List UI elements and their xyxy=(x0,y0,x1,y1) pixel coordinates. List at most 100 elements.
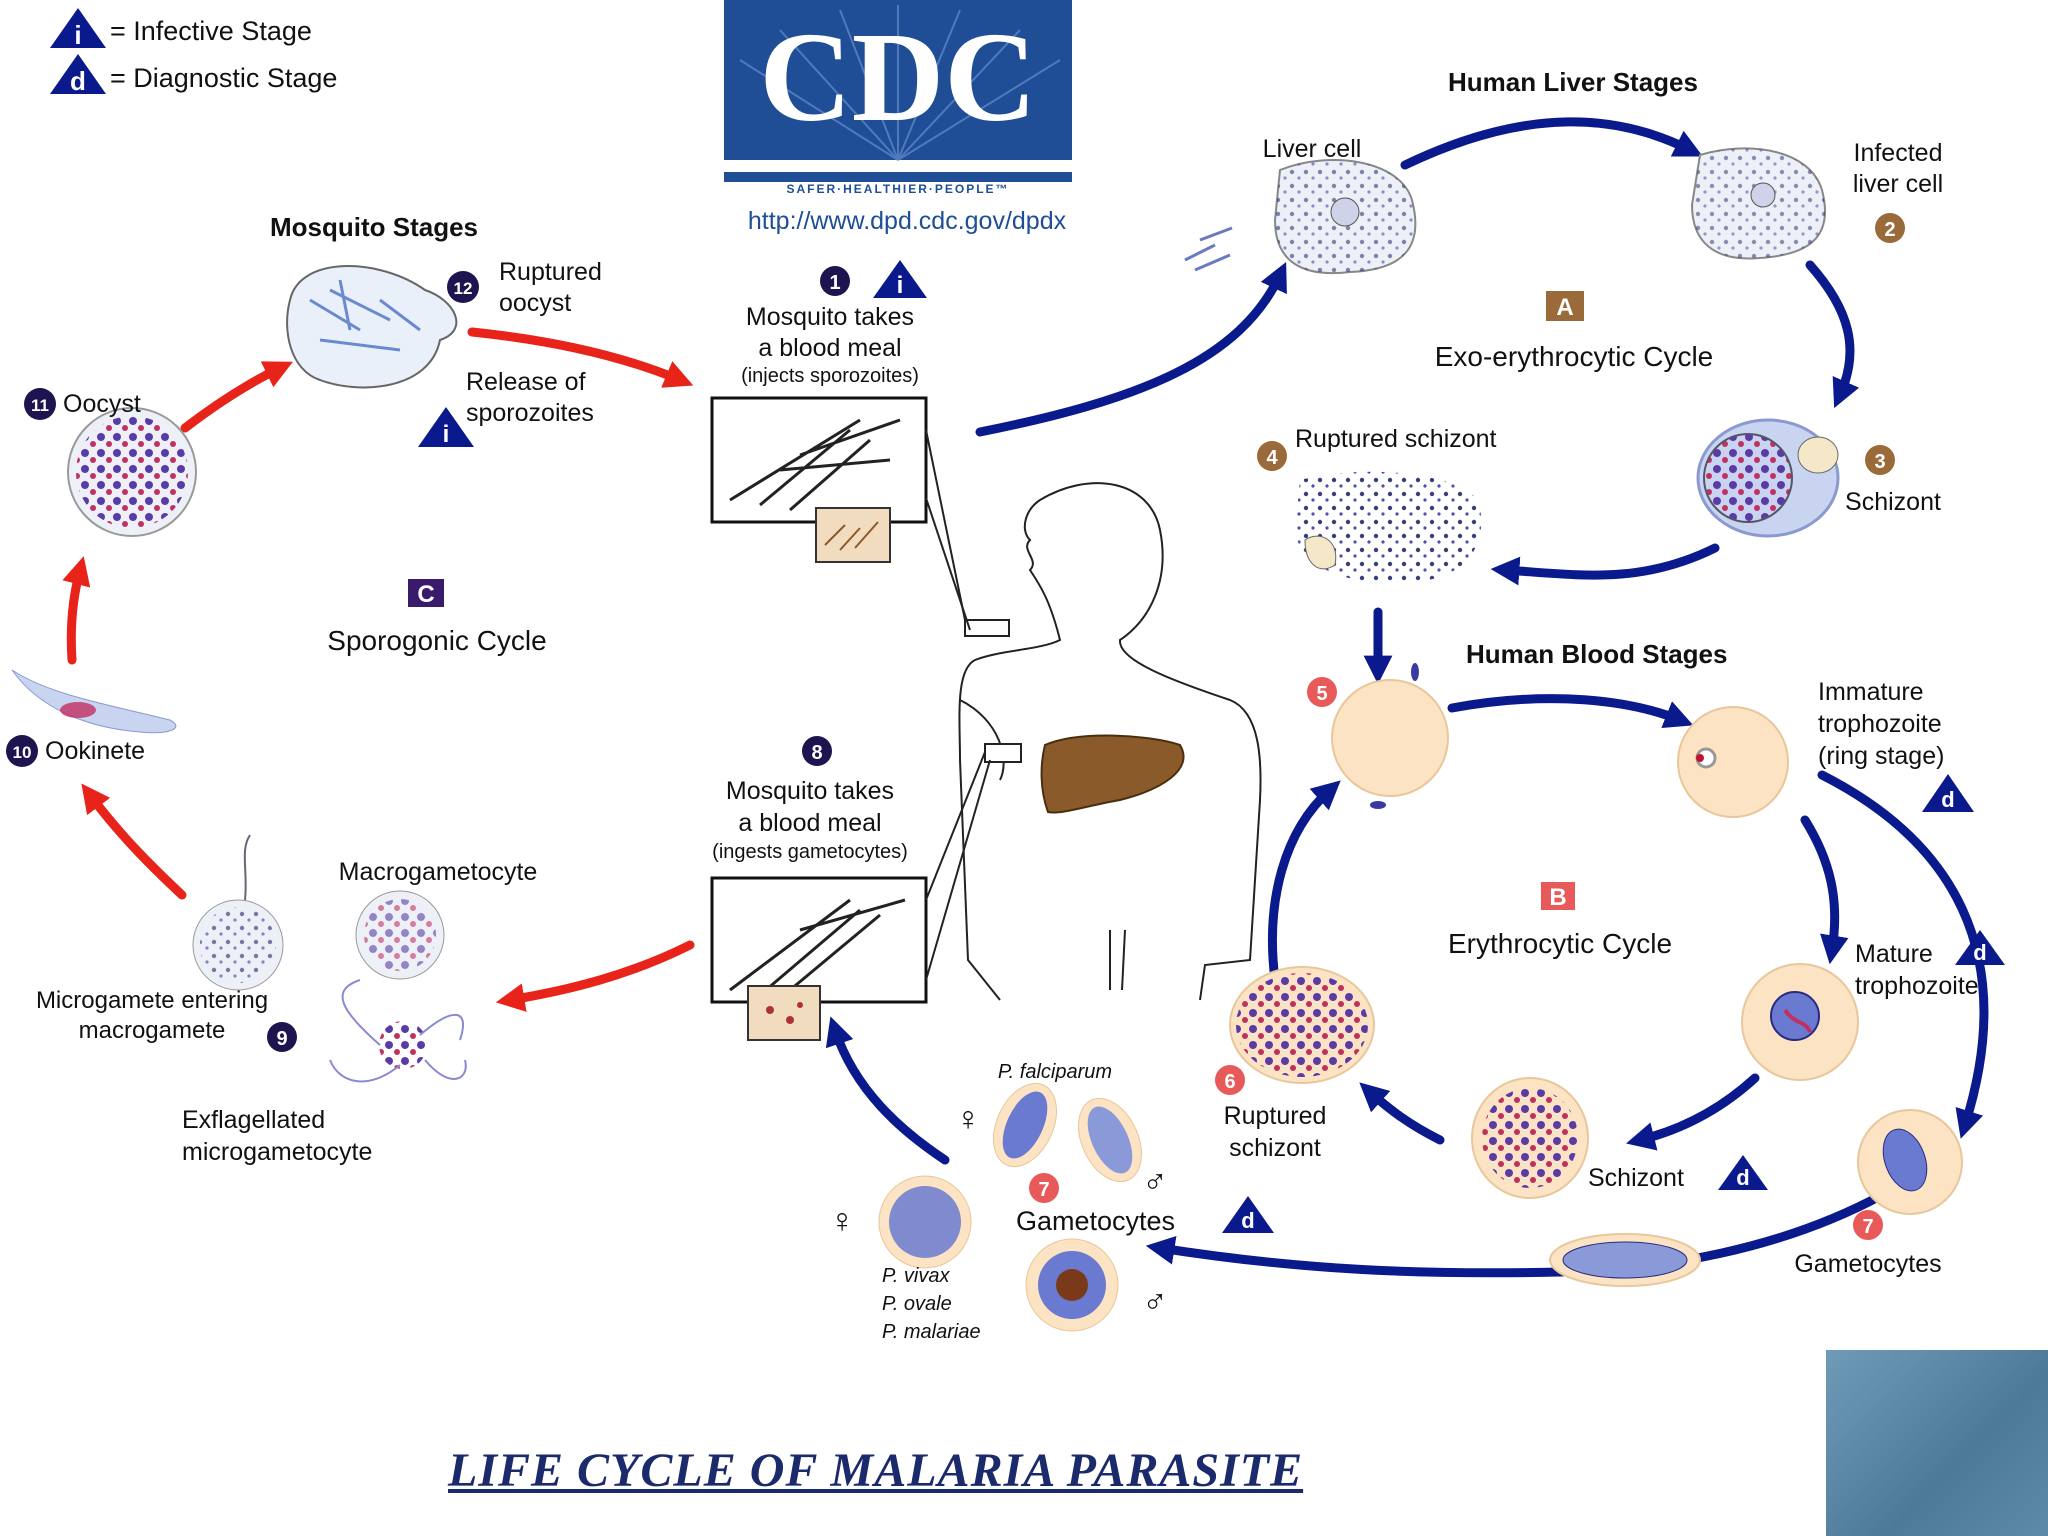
step2-badge xyxy=(1875,213,1905,243)
blood-schizont-rbc xyxy=(1471,1077,1589,1199)
release-label-line1: Release of xyxy=(466,368,586,396)
mature-diagnostic-symbol: d xyxy=(1973,940,1986,965)
step5-badge xyxy=(1307,677,1337,707)
female-symbol-vivax: ♀ xyxy=(829,1202,855,1240)
rbc-step5 xyxy=(1331,679,1449,797)
cycle-c-badge xyxy=(408,579,444,607)
microgamete-label-line1: Microgamete entering xyxy=(36,987,268,1014)
arrow-infected-to-schizont xyxy=(1805,260,1860,409)
ruptured-blood-schizont xyxy=(1229,966,1375,1084)
step3-number: 3 xyxy=(1874,451,1885,473)
falciparum-gametocytes xyxy=(993,1082,1142,1183)
step7-number-right: 7 xyxy=(1862,1216,1873,1238)
diagnostic-label: = Diagnostic Stage xyxy=(110,63,337,93)
schizont-diagnostic-symbol: d xyxy=(1736,1165,1749,1190)
legs-outline xyxy=(1109,929,1126,991)
arrow-ookinete-to-oocyst xyxy=(62,556,91,665)
liver-organ xyxy=(1040,734,1185,814)
step1-infective-icon xyxy=(873,260,927,298)
step8-number: 8 xyxy=(811,742,822,764)
infected-liver-cell xyxy=(1690,147,1827,260)
cycle-b-letter: B xyxy=(1549,884,1566,911)
step12-badge xyxy=(447,271,479,303)
liver-cell-label: Liver cell xyxy=(1263,135,1362,163)
arrow-bite-to-liver xyxy=(975,261,1287,437)
elongated-gametocyte xyxy=(1549,1233,1701,1287)
ruptured-liver-schizont xyxy=(1295,471,1482,583)
step8-label-line3: (ingests gametocytes) xyxy=(712,841,908,863)
mosquito-bite-8 xyxy=(710,751,991,1041)
slide-title: LIFE CYCLE OF MALARIA PARASITE xyxy=(448,1444,1304,1497)
gametocyte-rbc-right xyxy=(1857,1109,1963,1215)
p-vivax-label: P. vivax xyxy=(882,1265,950,1287)
gametocytes-diagnostic-icon xyxy=(1222,1196,1274,1233)
infective-label: = Infective Stage xyxy=(110,16,312,46)
arrow-ring-to-mature xyxy=(1800,815,1849,965)
step6-badge xyxy=(1215,1065,1245,1095)
mosquito-stages-heading: Mosquito Stages xyxy=(270,212,478,242)
step6-label-line2: schizont xyxy=(1229,1134,1321,1162)
step3-badge xyxy=(1865,445,1895,475)
cycle-a-name: Exo-erythrocytic Cycle xyxy=(1435,341,1714,372)
arrow-ring-to-gametocyte xyxy=(1817,770,1989,1139)
legend: i = Infective Stage d = Diagnostic Stage xyxy=(50,8,337,96)
step10-badge xyxy=(6,735,38,767)
liver-schizont xyxy=(1696,418,1840,538)
step4-badge xyxy=(1257,441,1287,471)
blood-schizont-label: Schizont xyxy=(1588,1164,1684,1192)
release-infective-symbol: i xyxy=(443,421,450,448)
cdc-tagline: SAFER·HEALTHIER·PEOPLE™ xyxy=(786,182,1009,196)
cdc-url[interactable]: http://www.dpd.cdc.gov/dpdx xyxy=(748,207,1067,235)
arrow-schizont-to-ruptured-b xyxy=(1359,1082,1445,1145)
cycle-a: A Exo-erythrocytic Cycle xyxy=(1435,291,1714,372)
male-symbol-falciparum: ♂ xyxy=(1142,1163,1168,1201)
step5-number: 5 xyxy=(1316,683,1327,705)
exflagellated-microgametocyte xyxy=(329,979,467,1083)
step1-label-line3: (injects sporozoites) xyxy=(741,365,919,387)
diagnostic-symbol: d xyxy=(70,66,86,96)
step7-badge-right xyxy=(1853,1210,1883,1240)
exflagellated-label-line1: Exflagellated xyxy=(182,1106,325,1134)
ookinete-label: Ookinete xyxy=(45,737,145,765)
body-outline xyxy=(958,482,1262,1001)
step9-badge xyxy=(267,1022,297,1052)
step9-number: 9 xyxy=(276,1028,287,1050)
arrow-gametocytes-to-mosquito xyxy=(825,1016,950,1165)
step1-label-line1: Mosquito takes xyxy=(746,303,914,331)
step-badges: 1 i 2 3 4 5 6 7 7 8 9 10 11 12 i d xyxy=(6,213,2005,1240)
stage-labels: Mosquito takes a blood meal (injects spo… xyxy=(36,135,1979,1343)
immature-label-line1: Immature xyxy=(1818,678,1924,706)
cycle-c-letter: C xyxy=(417,581,434,608)
macrogametocyte-cell xyxy=(355,890,445,980)
cycle-b-name: Erythrocytic Cycle xyxy=(1448,928,1672,959)
liver-stages-heading: Human Liver Stages xyxy=(1448,67,1698,97)
mosquito-bite-1 xyxy=(710,396,971,631)
step6-label-line1: Ruptured xyxy=(1224,1102,1327,1130)
step8-label-line1: Mosquito takes xyxy=(726,777,894,805)
mosquito-panel-8 xyxy=(710,876,928,1004)
gametocytes-diagnostic-symbol: d xyxy=(1241,1208,1254,1233)
ruptured-oocyst-label-line2: oocyst xyxy=(499,289,571,317)
step1-badge xyxy=(820,266,850,296)
ring-stage-rbc xyxy=(1677,706,1789,818)
release-label-line2: sporozoites xyxy=(466,399,594,427)
ruptured-oocyst-label-line1: Ruptured xyxy=(499,258,602,286)
step11-badge xyxy=(24,388,56,420)
gametocytes-right-label: Gametocytes xyxy=(1794,1250,1941,1278)
step1-infective-symbol: i xyxy=(897,272,904,299)
blood-stages-heading: Human Blood Stages xyxy=(1466,639,1727,669)
step8-label-line2: a blood meal xyxy=(738,809,881,837)
p-ovale-label: P. ovale xyxy=(882,1293,952,1315)
mature-label-line1: Mature xyxy=(1855,940,1933,968)
liver-cell xyxy=(1184,159,1417,275)
arrow-oocyst-to-ruptured xyxy=(180,361,293,433)
infective-stage-legend: i = Infective Stage xyxy=(50,8,312,50)
male-symbol-vivax: ♂ xyxy=(1142,1283,1168,1321)
arrow-mosquito-to-gametes xyxy=(495,940,695,1012)
p-falciparum-label: P. falciparum xyxy=(998,1061,1112,1083)
arrow-liver-to-infected xyxy=(1400,117,1703,170)
gametocytes-mid-label: Gametocytes xyxy=(1016,1206,1175,1236)
arrow-gametocytes-to-mid xyxy=(1145,1190,1887,1278)
cdc-logo: CDC SAFER·HEALTHIER·PEOPLE™ http://www.d… xyxy=(724,0,1072,235)
vivax-gametocytes xyxy=(878,1175,1119,1332)
